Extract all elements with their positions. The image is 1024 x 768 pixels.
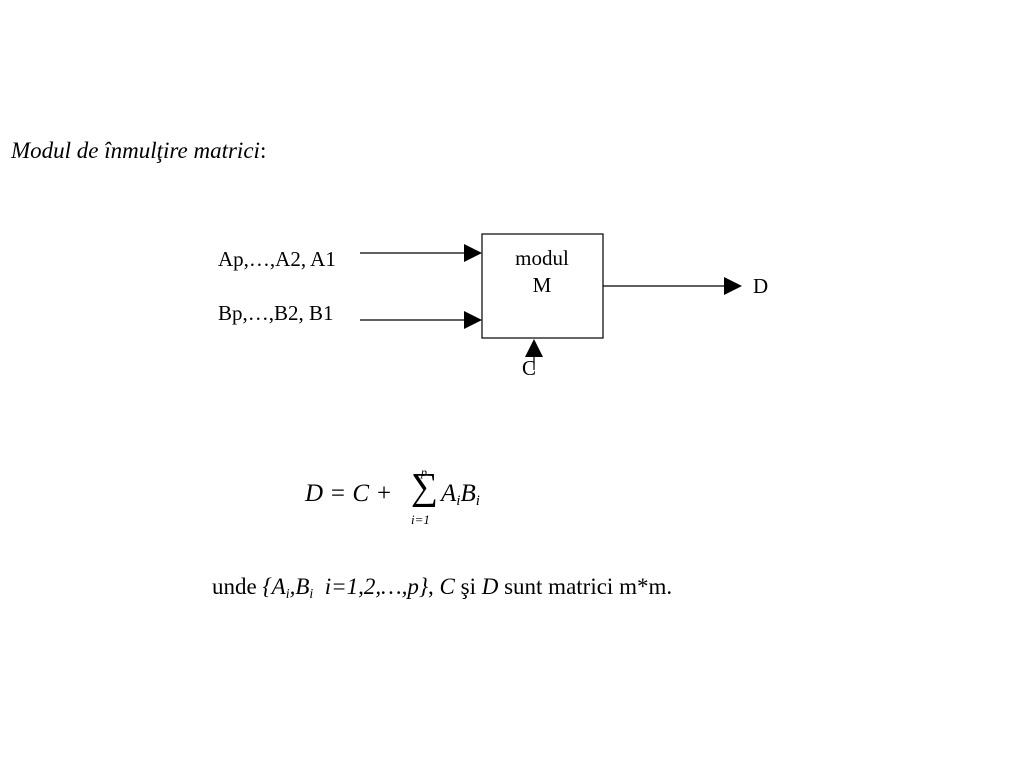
input-b-arrowhead <box>464 311 482 329</box>
output-arrowhead <box>724 277 742 295</box>
formula-term-a: A <box>441 480 457 507</box>
explanation-set-b: ,B <box>289 574 310 599</box>
explanation-set-b-sub: i <box>309 586 314 601</box>
input-a-label: Ap,…,A2, A1 <box>218 247 336 271</box>
formula-term-b: B <box>460 480 476 507</box>
explanation-set-open: {A <box>262 574 286 599</box>
formula-lower-limit: i=1 <box>411 512 430 527</box>
input-b-label: Bp,…,B2, B1 <box>218 301 334 325</box>
heading-text: Modul de înmulţire matrici <box>11 138 260 163</box>
input-c-arrowhead <box>525 339 543 357</box>
input-a-arrowhead <box>464 244 482 262</box>
explanation-suffix: sunt matrici m*m. <box>498 574 673 599</box>
module-label-line1: modul <box>515 246 569 270</box>
formula-sigma: ∑ <box>411 466 439 508</box>
explanation-prefix: unde <box>212 574 263 599</box>
formula-upper-limit: p <box>421 465 427 479</box>
formula-term-a-sub: i <box>456 493 461 509</box>
explanation-set-range: i=1,2,…,p} <box>313 574 429 599</box>
output-label: D <box>753 274 768 298</box>
formula-term-b-sub: i <box>475 493 480 509</box>
page-heading: Modul de înmulţire matrici: <box>11 138 266 164</box>
module-box <box>481 233 604 339</box>
heading-colon: : <box>259 138 267 163</box>
explanation-var-d: D <box>481 574 499 599</box>
explanation-comma: , <box>428 574 440 599</box>
explanation-set-a-sub: i <box>285 586 290 601</box>
explanation-conj: şi <box>454 574 482 599</box>
explanation-var-c: C <box>439 574 455 599</box>
formula-lhs: D = C + <box>305 480 393 507</box>
module-label-line2: M <box>533 273 552 297</box>
input-c-label: C <box>522 356 536 380</box>
formula-product: AiBi <box>441 480 480 509</box>
formula-explanation: unde {Ai,Bi i=1,2,…,p}, C şi D sunt matr… <box>212 574 672 600</box>
sum-formula: D = C + p ∑ i=1 AiBi <box>305 465 525 538</box>
